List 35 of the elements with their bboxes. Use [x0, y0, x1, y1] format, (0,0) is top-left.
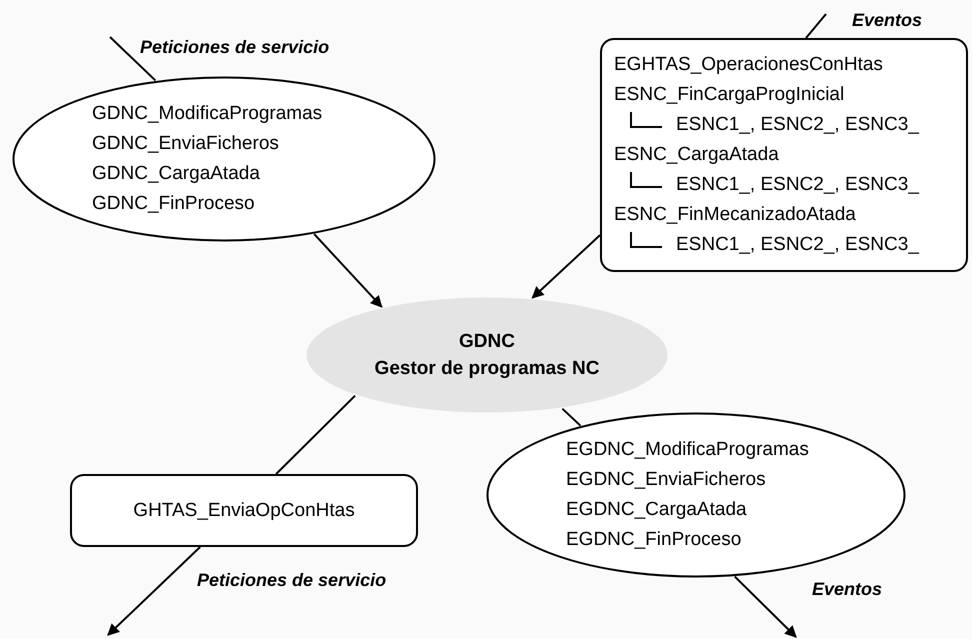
- edge-label: Eventos: [812, 578, 882, 601]
- event-name: ESNC1_, ESNC2_, ESNC3_: [676, 232, 919, 257]
- connector-line: [805, 13, 827, 39]
- event-name: EGDNC_EnviaFicheros: [566, 468, 766, 492]
- module-name: GDNC: [459, 330, 515, 354]
- event-name: ESNC1_, ESNC2_, ESNC3_: [676, 172, 919, 197]
- arrow: [107, 546, 201, 636]
- connector-line: [562, 408, 582, 426]
- module-label: Gestor de programas NC: [374, 357, 600, 381]
- edge-label: Peticiones de servicio: [140, 36, 330, 59]
- cloud-node: [305, 296, 669, 414]
- event-name: GDNC_ModificaProgramas: [92, 102, 322, 126]
- connector-line: [109, 36, 156, 82]
- event-name: EGDNC_FinProceso: [566, 528, 742, 552]
- ellipse-node: [12, 76, 436, 242]
- rounded-box: [600, 38, 968, 272]
- arrow: [734, 576, 797, 638]
- event-name: EGHTAS_OperacionesConHtas: [614, 52, 883, 77]
- edge-label: Eventos: [852, 9, 922, 32]
- event-name: GDNC_FinProceso: [92, 192, 255, 216]
- event-name: EGDNC_CargaAtada: [566, 498, 747, 522]
- event-name: ESNC1_, ESNC2_, ESNC3_: [676, 112, 919, 137]
- event-name: ESNC_CargaAtada: [614, 142, 779, 167]
- event-name: ESNC_FinMecanizadoAtada: [614, 202, 856, 227]
- edge-label: Peticiones de servicio: [197, 569, 386, 592]
- event-name: GDNC_EnviaFicheros: [92, 132, 279, 156]
- event-name: ESNC_FinCargaProgInicial: [614, 82, 844, 107]
- module-label: GHTAS_EnviaOpConHtas: [133, 499, 355, 523]
- connector-line: [275, 394, 356, 475]
- rounded-box: [70, 474, 418, 547]
- arrow: [313, 233, 382, 308]
- arrow: [532, 234, 601, 299]
- event-name: GDNC_CargaAtada: [92, 162, 260, 186]
- event-name: EGDNC_ModificaProgramas: [566, 438, 809, 462]
- ellipse-node: [486, 412, 906, 578]
